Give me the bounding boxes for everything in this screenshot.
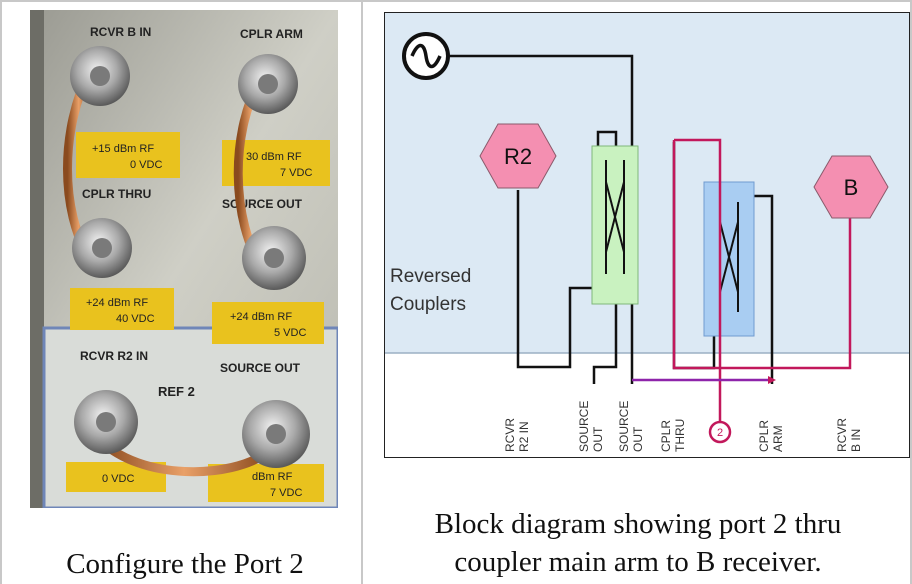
table-border-top (0, 0, 912, 2)
reversed-text-line2: Couplers (390, 294, 466, 315)
port-label-rcvr-r2-in-line2: R2 IN (517, 421, 531, 452)
label-ref-2: REF 2 (158, 384, 195, 399)
port-label-rcvr-r2-in-line1: RCVR (503, 418, 517, 452)
svg-text:dBm RF: dBm RF (252, 471, 293, 483)
port-label-cplr-thru-line2: THRU (673, 419, 687, 452)
port-label-rcvr-b-in-line2: B IN (849, 429, 863, 452)
right-caption-line1: Block diagram showing port 2 thru (366, 504, 910, 544)
right-caption-line2: coupler main arm to B receiver. (366, 542, 910, 582)
svg-text:2: 2 (717, 427, 723, 439)
reversed-text-line1: Reversed (390, 266, 471, 287)
label-rcvr-r2-in: RCVR R2 IN (80, 349, 148, 363)
svg-text:30 dBm RF: 30 dBm RF (246, 151, 302, 163)
port-label-source-out-2-line1: SOURCE (617, 401, 631, 452)
port-2-marker-icon: 2 (710, 422, 730, 442)
port-label-cplr-arm-line1: CPLR (757, 420, 771, 452)
svg-text:7 VDC: 7 VDC (270, 487, 302, 499)
source-sine-icon (404, 34, 448, 78)
port-label-source-out-1-line1: SOURCE (577, 401, 591, 452)
label-source-out-top: SOURCE OUT (222, 197, 303, 211)
port-label-cplr-thru-line1: CPLR (659, 420, 673, 452)
label-cplr-arm: CPLR ARM (240, 27, 303, 41)
port-label-source-out-1-line2: OUT (591, 426, 605, 452)
label-source-out-bottom: SOURCE OUT (220, 361, 301, 375)
label-rcvr-b-in: RCVR B IN (90, 25, 151, 39)
svg-text:+24 dBm RF: +24 dBm RF (230, 311, 292, 323)
label-cplr-thru: CPLR THRU (82, 187, 151, 201)
svg-text:+15 dBm RF: +15 dBm RF (92, 143, 154, 155)
svg-text:0 VDC: 0 VDC (130, 159, 162, 171)
svg-text:0 VDC: 0 VDC (102, 473, 134, 485)
svg-text:40 VDC: 40 VDC (116, 313, 155, 325)
port-label-cplr-arm-line2: ARM (771, 425, 785, 452)
warning-sticker-4: +24 dBm RF 5 VDC (212, 302, 324, 344)
block-diagram: Reversed Couplers (384, 12, 910, 458)
r2-label: R2 (504, 144, 532, 169)
warning-sticker-3: +24 dBm RF 40 VDC (70, 288, 174, 330)
port-label-rcvr-b-in-line1: RCVR (835, 418, 849, 452)
svg-text:7 VDC: 7 VDC (280, 167, 312, 179)
left-caption: Configure the Port 2 (30, 544, 340, 584)
port-label-source-out-2-line2: OUT (631, 426, 645, 452)
test-port-coupler-blue (704, 182, 754, 336)
svg-text:+24 dBm RF: +24 dBm RF (86, 297, 148, 309)
table-border-left (0, 0, 2, 584)
table-border-middle (361, 0, 363, 584)
b-label: B (844, 175, 859, 200)
warning-sticker-1: +15 dBm RF 0 VDC (76, 132, 180, 178)
svg-text:5 VDC: 5 VDC (274, 327, 306, 339)
port-2-front-panel-photo: RCVR B IN CPLR ARM CPLR THRU SOURCE OUT … (30, 10, 338, 508)
reference-coupler-green (592, 146, 638, 304)
